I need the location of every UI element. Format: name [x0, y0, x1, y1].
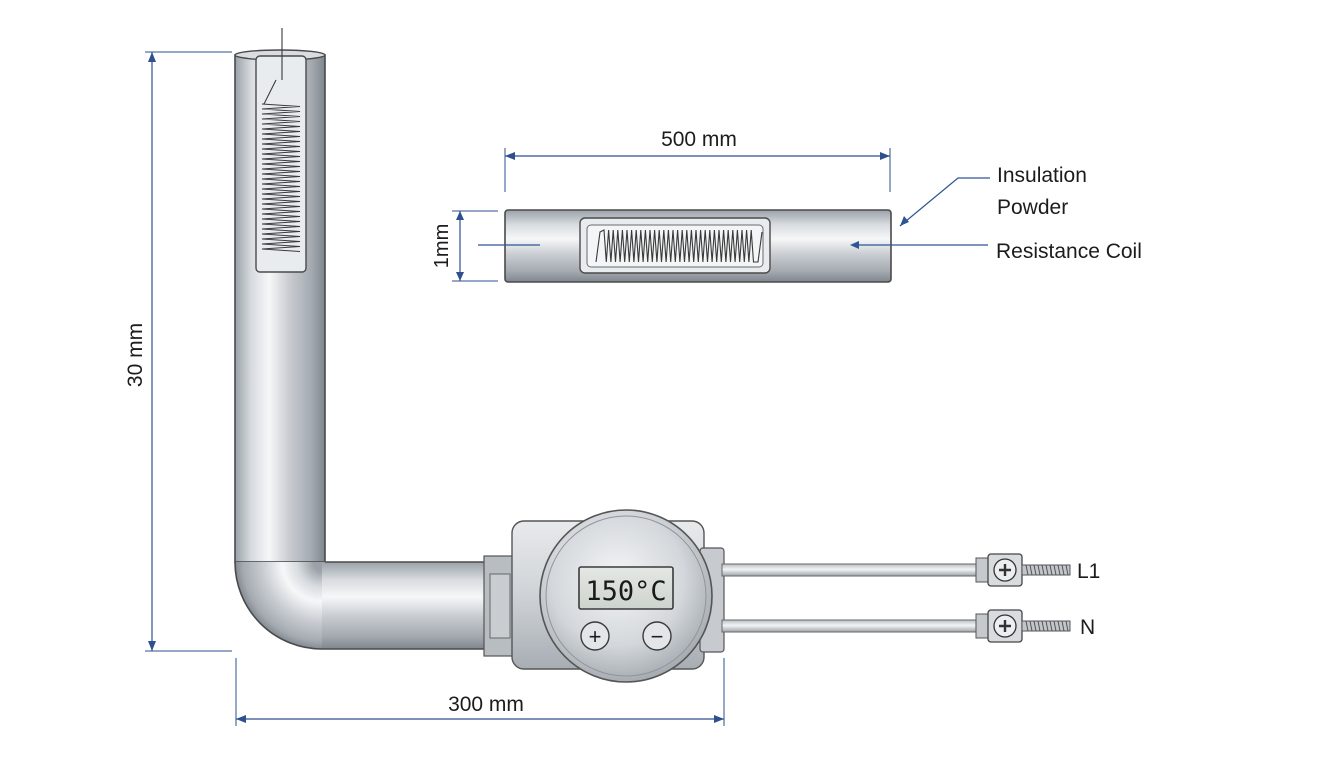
dimension-element-length: 500 mm: [504, 128, 891, 192]
temperature-readout: 150°C: [585, 576, 666, 607]
minus-icon: −: [651, 624, 664, 649]
plus-icon: +: [589, 624, 602, 649]
terminal-label-l1: L1: [1077, 560, 1100, 583]
dimension-horizontal: 300 mm: [235, 658, 725, 726]
decrease-button[interactable]: −: [642, 621, 672, 651]
heating-element-section: [504, 209, 892, 283]
dimension-vertical: 30 mm: [124, 51, 232, 652]
thermostat-housing: 150°C: [483, 509, 725, 683]
lcd-display: [578, 566, 674, 610]
lead-wire-l1: [721, 563, 991, 577]
insulation-label-line1: Insulation: [997, 164, 1087, 187]
terminal-label-n: N: [1080, 616, 1095, 639]
increase-button[interactable]: +: [580, 621, 610, 651]
lead-wire-n: [721, 619, 991, 633]
insulation-label-line2: Powder: [997, 196, 1068, 219]
dimension-label-element-length: 500 mm: [661, 128, 737, 151]
tube-cutaway-coil: [255, 28, 307, 273]
dimension-label-vertical: 30 mm: [124, 323, 147, 387]
dimension-label-element-diameter: 1mm: [431, 224, 453, 268]
dimension-label-horizontal: 300 mm: [448, 693, 524, 716]
terminal-l1: [975, 553, 1071, 587]
callout-resistance-coil: Resistance Coil: [850, 240, 1142, 263]
callout-insulation-powder: Insulation Powder: [899, 164, 1087, 227]
terminal-n: [975, 609, 1071, 643]
dimension-element-diameter: 1mm: [431, 210, 540, 282]
resistance-coil-label: Resistance Coil: [996, 240, 1142, 263]
